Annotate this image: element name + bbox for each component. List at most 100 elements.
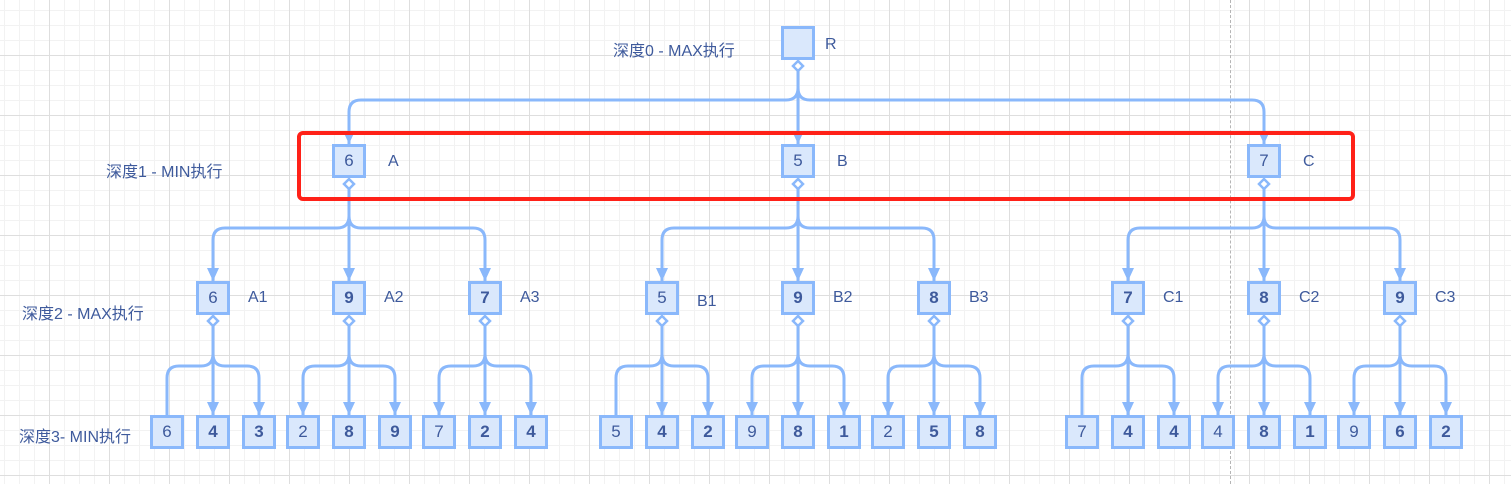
tree-node-A3-leaf3[interactable]: 4	[514, 415, 548, 449]
tree-node-B3-leaf3[interactable]: 8	[963, 415, 997, 449]
tree-node-C3-leaf2[interactable]: 6	[1383, 415, 1417, 449]
tree-node-A2-leaf1[interactable]: 2	[286, 415, 320, 449]
arrowhead-A1-leaf2	[207, 402, 219, 415]
tree-node-C[interactable]: 7	[1247, 144, 1281, 178]
arrowhead-A3-leaf3	[525, 402, 537, 415]
collapse-icon-A3	[478, 314, 492, 328]
arrowhead-C1-leaf2	[1122, 402, 1134, 415]
tree-node-A1-leaf3[interactable]: 3	[242, 415, 276, 449]
depth-label-3: 深度3- MIN执行	[19, 429, 132, 446]
tree-node-C3[interactable]: 9	[1383, 281, 1417, 315]
depth-label-1: 深度1 - MIN执行	[106, 164, 223, 181]
tree-node-C2-leaf1[interactable]: 4	[1201, 415, 1235, 449]
collapse-icon-B2	[791, 314, 805, 328]
edge-B3-leaf3	[932, 326, 982, 415]
arrowhead-C3-leaf3	[1440, 402, 1452, 415]
tree-node-root[interactable]	[781, 26, 815, 60]
edge-root-C	[796, 71, 1266, 144]
arrowhead-C3-leaf1	[1348, 402, 1360, 415]
tree-node-C1-leaf3[interactable]: 4	[1157, 415, 1191, 449]
arrowhead-B-B3	[928, 268, 940, 281]
tree-node-B1-leaf2[interactable]: 4	[645, 415, 679, 449]
tree-node-C2[interactable]: 8	[1247, 281, 1281, 315]
depth1-highlight-box	[297, 131, 1355, 201]
edge-B3-leaf1	[886, 326, 936, 415]
dashed-guide-line	[1230, 0, 1231, 484]
collapse-icon-A1	[206, 314, 220, 328]
node-label-root: R	[825, 36, 837, 53]
node-label-C1: C1	[1163, 289, 1184, 306]
arrowhead-B1-leaf2	[656, 402, 668, 415]
arrowhead-C-C2	[1258, 268, 1270, 281]
tree-node-A3-leaf1[interactable]: 7	[422, 415, 456, 449]
arrowhead-A-A1	[207, 268, 219, 281]
edge-A3-leaf1	[437, 326, 487, 415]
edge-C-C1	[1126, 189, 1266, 281]
tree-node-A2-leaf3[interactable]: 9	[378, 415, 412, 449]
arrowhead-A3-leaf1	[433, 402, 445, 415]
arrowhead-B3-leaf3	[974, 402, 986, 415]
arrowhead-A3-leaf2	[479, 402, 491, 415]
arrowhead-B3-leaf1	[882, 402, 894, 415]
edge-B2-leaf3	[796, 326, 846, 415]
arrowhead-B3-leaf2	[928, 402, 940, 415]
node-label-B3: B3	[969, 289, 989, 306]
edge-A2-leaf1	[301, 326, 351, 415]
tree-node-C3-leaf1[interactable]: 9	[1337, 415, 1371, 449]
tree-node-A1-leaf2[interactable]: 4	[196, 415, 230, 449]
arrowhead-B-B1	[656, 268, 668, 281]
arrowhead-C2-leaf3	[1304, 402, 1316, 415]
arrowhead-A1-leaf3	[253, 402, 265, 415]
tree-node-A[interactable]: 6	[332, 144, 366, 178]
arrowhead-A2-leaf3	[389, 402, 401, 415]
arrowhead-B2-leaf3	[838, 402, 850, 415]
tree-node-A3-leaf2[interactable]: 2	[468, 415, 502, 449]
tree-node-A1[interactable]: 6	[196, 281, 230, 315]
edge-C2-leaf1	[1216, 326, 1266, 415]
node-label-A: A	[388, 153, 399, 170]
arrowhead-A2-leaf1	[297, 402, 309, 415]
tree-node-C3-leaf3[interactable]: 2	[1429, 415, 1463, 449]
edge-C-C3	[1262, 189, 1402, 281]
edge-B2-leaf1	[750, 326, 800, 415]
tree-node-B3-leaf2[interactable]: 5	[917, 415, 951, 449]
arrowhead-C2-leaf2	[1258, 402, 1270, 415]
edge-B-B3	[796, 189, 936, 281]
tree-node-B[interactable]: 5	[781, 144, 815, 178]
depth-label-0: 深度0 - MAX执行	[613, 43, 735, 60]
tree-node-A1-leaf1[interactable]: 6	[150, 415, 184, 449]
node-label-A3: A3	[520, 289, 540, 306]
node-label-C2: C2	[1299, 289, 1320, 306]
tree-node-C2-leaf3[interactable]: 1	[1293, 415, 1327, 449]
collapse-icon-A2	[342, 314, 356, 328]
tree-node-B2-leaf2[interactable]: 8	[781, 415, 815, 449]
tree-node-A2-leaf2[interactable]: 8	[332, 415, 366, 449]
arrowhead-A2-leaf2	[343, 402, 355, 415]
node-label-B2: B2	[833, 289, 853, 306]
arrowhead-C-C1	[1122, 268, 1134, 281]
node-label-A1: A1	[248, 289, 268, 306]
arrowhead-B-B2	[792, 268, 804, 281]
node-label-A2: A2	[384, 289, 404, 306]
tree-node-C1-leaf1[interactable]: 7	[1065, 415, 1099, 449]
tree-node-B1[interactable]: 5	[645, 281, 679, 315]
edge-A3-leaf3	[483, 326, 533, 415]
tree-node-B2-leaf3[interactable]: 1	[827, 415, 861, 449]
edge-C3-leaf1	[1352, 326, 1402, 415]
edge-C2-leaf3	[1262, 326, 1312, 415]
tree-node-C2-leaf2[interactable]: 8	[1247, 415, 1281, 449]
edge-B1-leaf1	[614, 326, 664, 417]
tree-node-C1-leaf2[interactable]: 4	[1111, 415, 1145, 449]
node-label-C: C	[1303, 153, 1315, 170]
tree-node-A2[interactable]: 9	[332, 281, 366, 315]
tree-node-C1[interactable]: 7	[1111, 281, 1145, 315]
root-collapse-icon	[791, 59, 805, 73]
tree-node-B1-leaf3[interactable]: 2	[691, 415, 725, 449]
tree-node-A3[interactable]: 7	[468, 281, 502, 315]
tree-node-B2-leaf1[interactable]: 9	[735, 415, 769, 449]
tree-node-B1-leaf1[interactable]: 5	[599, 415, 633, 449]
tree-node-B3[interactable]: 8	[917, 281, 951, 315]
tree-node-B3-leaf1[interactable]: 2	[871, 415, 905, 449]
edge-C1-leaf3	[1126, 326, 1176, 415]
tree-node-B2[interactable]: 9	[781, 281, 815, 315]
